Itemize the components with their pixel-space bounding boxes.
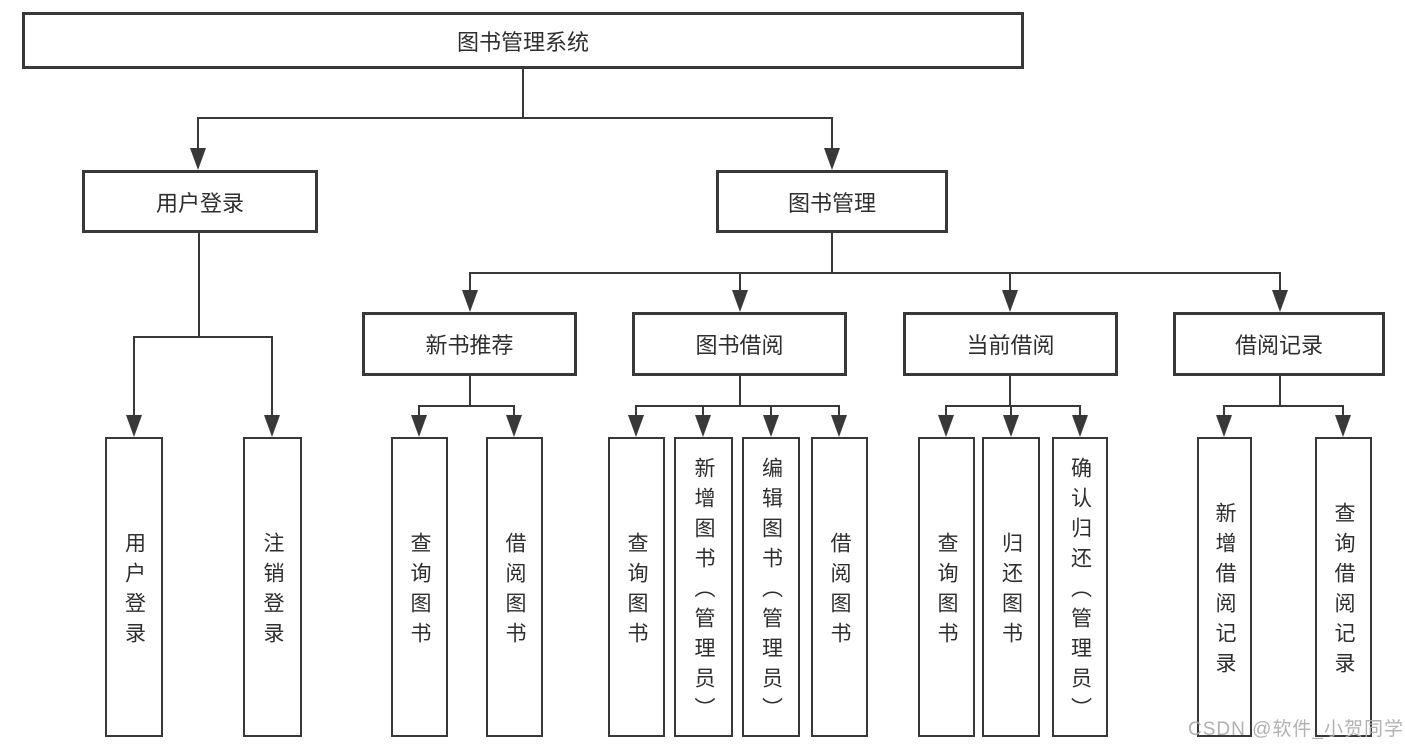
connector-hline [133, 336, 273, 338]
node-label: 确认归还（管理员） [1068, 456, 1092, 727]
connector-vline [522, 69, 524, 118]
node-label: 查询图书 [935, 531, 958, 652]
node-book-borrowing: 图书借阅 [632, 312, 847, 376]
connector-vline [418, 405, 420, 419]
connector-vline [198, 233, 200, 338]
connector-hline [418, 405, 515, 407]
arrow-down-marker [695, 415, 711, 437]
node-leaf-add-books-admin: 新增图书（管理员） [674, 437, 733, 737]
csdn-watermark: CSDN @软件_小贺同学 [1188, 719, 1404, 740]
arrow-down-marker [126, 415, 142, 437]
node-leaf-query-books: 查询图书 [391, 437, 448, 737]
arrow-down-marker [1002, 290, 1018, 312]
connector-vline [271, 336, 273, 419]
node-label: 新增图书（管理员） [692, 456, 715, 727]
connector-vline [1342, 405, 1344, 419]
arrow-down-marker [1003, 415, 1019, 437]
node-label: 当前借阅 [966, 333, 1055, 358]
connector-vline [831, 233, 833, 274]
node-leaf-user-login: 用户登录 [105, 437, 163, 737]
connector-vline [1223, 405, 1225, 419]
node-label: 借阅图书 [503, 531, 526, 652]
arrow-down-marker [411, 415, 427, 437]
arrow-down-marker [1072, 415, 1088, 437]
connector-vline [1010, 405, 1012, 419]
arrow-down-marker [462, 290, 478, 312]
node-leaf-confirm-return-admin: 确认归还（管理员） [1052, 437, 1108, 737]
arrow-down-marker [732, 290, 748, 312]
node-library-system: 图书管理系统 [22, 12, 1024, 69]
arrow-down-marker [264, 415, 280, 437]
node-leaf-logout: 注销登录 [243, 437, 302, 737]
node-label: 图书管理系统 [456, 29, 589, 55]
node-label: 归还图书 [999, 531, 1023, 652]
connector-hline [1223, 405, 1344, 407]
arrow-down-marker [1272, 290, 1288, 312]
connector-vline [635, 405, 637, 419]
node-leaf-query-books: 查询图书 [608, 437, 665, 737]
node-leaf-query-borrow-record: 查询借阅记录 [1315, 437, 1372, 737]
arrow-down-marker [1335, 415, 1351, 437]
node-label: 借阅记录 [1234, 333, 1323, 358]
node-new-book-recommendation: 新书推荐 [362, 312, 577, 376]
node-user-login: 用户登录 [82, 170, 318, 233]
connector-vline [831, 117, 833, 153]
connector-vline [1279, 272, 1281, 294]
node-label: 新增借阅记录 [1213, 501, 1236, 682]
node-leaf-edit-books-admin: 编辑图书（管理员） [742, 437, 800, 737]
node-leaf-borrow-books: 借阅图书 [486, 437, 543, 737]
connector-vline [197, 117, 199, 153]
arrow-down-marker [506, 415, 522, 437]
connector-vline [1009, 376, 1011, 407]
node-label: 新书推荐 [425, 333, 514, 358]
node-label: 注销登录 [261, 531, 284, 652]
node-label: 编辑图书（管理员） [759, 456, 783, 727]
node-label: 图书管理 [787, 190, 876, 216]
arrow-down-marker [1216, 415, 1232, 437]
node-book-management: 图书管理 [716, 170, 948, 233]
node-label: 查询图书 [625, 531, 648, 652]
connector-hline [197, 117, 833, 119]
node-label: 查询图书 [408, 531, 431, 652]
connector-vline [945, 405, 947, 419]
connector-vline [469, 376, 471, 407]
node-leaf-add-borrow-record: 新增借阅记录 [1197, 437, 1252, 737]
connector-hline [635, 405, 840, 407]
arrow-down-marker [763, 415, 779, 437]
connector-vline [702, 405, 704, 419]
node-leaf-query-books: 查询图书 [918, 437, 975, 737]
node-label: 图书借阅 [695, 333, 784, 358]
connector-hline [469, 272, 1281, 274]
node-label: 查询借阅记录 [1332, 501, 1355, 682]
connector-vline [1009, 272, 1011, 294]
connector-vline [1279, 376, 1281, 407]
node-current-borrowing: 当前借阅 [903, 312, 1118, 376]
connector-vline [133, 336, 135, 419]
arrow-down-marker [628, 415, 644, 437]
node-leaf-return-books: 归还图书 [982, 437, 1040, 737]
arrow-down-marker [190, 148, 206, 170]
connector-vline [513, 405, 515, 419]
connector-vline [739, 272, 741, 294]
connector-vline [469, 272, 471, 294]
connector-hline [945, 405, 1081, 407]
node-leaf-borrow-books: 借阅图书 [811, 437, 868, 737]
node-label: 用户登录 [155, 190, 244, 216]
connector-vline [1079, 405, 1081, 419]
arrow-down-marker [824, 148, 840, 170]
arrow-down-marker [938, 415, 954, 437]
connector-vline [739, 376, 741, 407]
node-label: 用户登录 [122, 531, 146, 652]
connector-vline [770, 405, 772, 419]
arrow-down-marker [831, 415, 847, 437]
node-borrowing-records: 借阅记录 [1173, 312, 1385, 376]
node-label: 借阅图书 [828, 531, 851, 652]
connector-vline [838, 405, 840, 419]
